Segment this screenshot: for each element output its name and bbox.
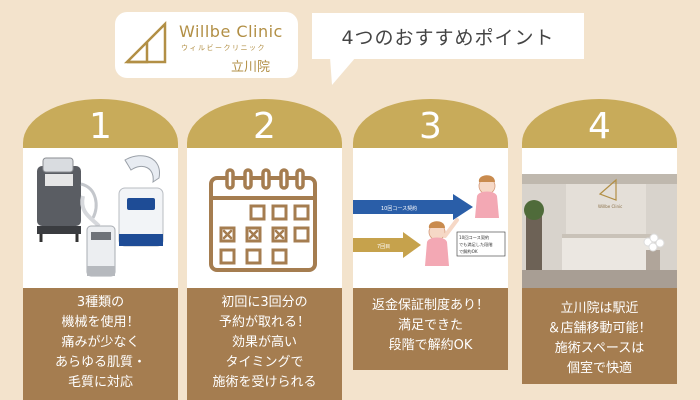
svg-text:10回コース契約 でも満足した段階: 10回コース契約 でも満足した段階 で解約OK [459,234,494,255]
point-card-4: 4 Willbe Clinic 立川院は駅 [522,99,677,400]
point-number: 4 [588,106,611,147]
point-line: 痛みが少なく [61,335,140,350]
point-line: 施術スペースは [554,341,645,356]
point-card-3: 3 10回コース契約 7回目 10回コース契約 でも満足した段階 [353,99,508,400]
point-card-2: 2 [187,99,342,400]
point-number: 2 [253,106,276,147]
bottom-arrow-label: 7回目 [377,244,390,250]
point-line: 立川院は駅近 [560,301,639,316]
clinic-name: Willbe Clinic [179,22,283,41]
point-card-header: 1 [23,99,178,148]
point-description: 返金保証制度あり！ 満足できた 段階で解約OK [353,288,508,370]
point-number: 1 [89,106,112,147]
note-line: でも満足した段階 [459,241,493,248]
point-description: 立川院は駅近 ＆店舗移動可能！ 施術スペースは 個室で快適 [522,288,677,384]
clinic-logo-mark-icon [123,20,167,64]
note-line: で解約OK [459,248,478,255]
clinic-reception-illustration: Willbe Clinic [522,148,677,288]
calendar-illustration [187,148,342,288]
page-title: 4つのおすすめポイント [341,26,555,49]
heading-bubble: 4つのおすすめポイント [312,13,584,59]
note-line: 10回コース契約 [459,234,489,241]
point-line: 機械を使用！ [61,315,140,330]
point-line: 施術を受けられる [212,375,317,390]
point-line: 返金保証制度あり！ [371,298,489,313]
point-card-header: 3 [353,99,508,148]
point-card-1: 1 3種類の 機械を使用！ 痛みが少なく あらゆる肌質・ 毛質に [23,99,178,400]
point-line: 3種類の [76,295,125,310]
machines-photo [23,148,178,288]
speech-bubble-tail-icon [330,57,356,85]
clinic-name-kana: ウィルビークリニック [181,44,266,52]
calendar-icon [209,168,317,272]
clinic-branch: 立川院 [231,60,271,75]
point-line: 段階で解約OK [388,338,473,353]
point-card-header: 4 [522,99,677,148]
point-description: 3種類の 機械を使用！ 痛みが少なく あらゆる肌質・ 毛質に対応 [23,288,178,400]
point-line: 効果が高い [231,335,297,350]
top-arrow-label: 10回コース契約 [381,205,417,212]
sign-text: Willbe Clinic [598,204,622,209]
laser-machines-icon [37,155,164,277]
clinic-logo: Willbe Clinic ウィルビークリニック 立川院 [115,12,298,78]
point-line: 毛質に対応 [67,375,133,390]
refund-illustration: 10回コース契約 7回目 10回コース契約 でも満足した段階 で解約OK [353,148,508,288]
reception-photo: Willbe Clinic [522,148,677,288]
point-description: 初回に3回分の 予約が取れる！ 効果が高い タイミングで 施術を受けられる [187,288,342,400]
point-line: あらゆる肌質・ [54,355,146,370]
point-line: タイミングで [225,355,304,370]
point-line: 満足できた [397,318,463,333]
point-line: 予約が取れる！ [218,315,310,330]
point-line: ＆店舗移動可能！ [547,321,652,336]
point-number: 3 [419,106,442,147]
refund-arrows-illustration: 10回コース契約 7回目 10回コース契約 でも満足した段階 で解約OK [353,175,506,266]
point-card-header: 2 [187,99,342,148]
point-line: 個室で快適 [566,361,632,376]
point-line: 初回に3回分の [221,295,308,310]
